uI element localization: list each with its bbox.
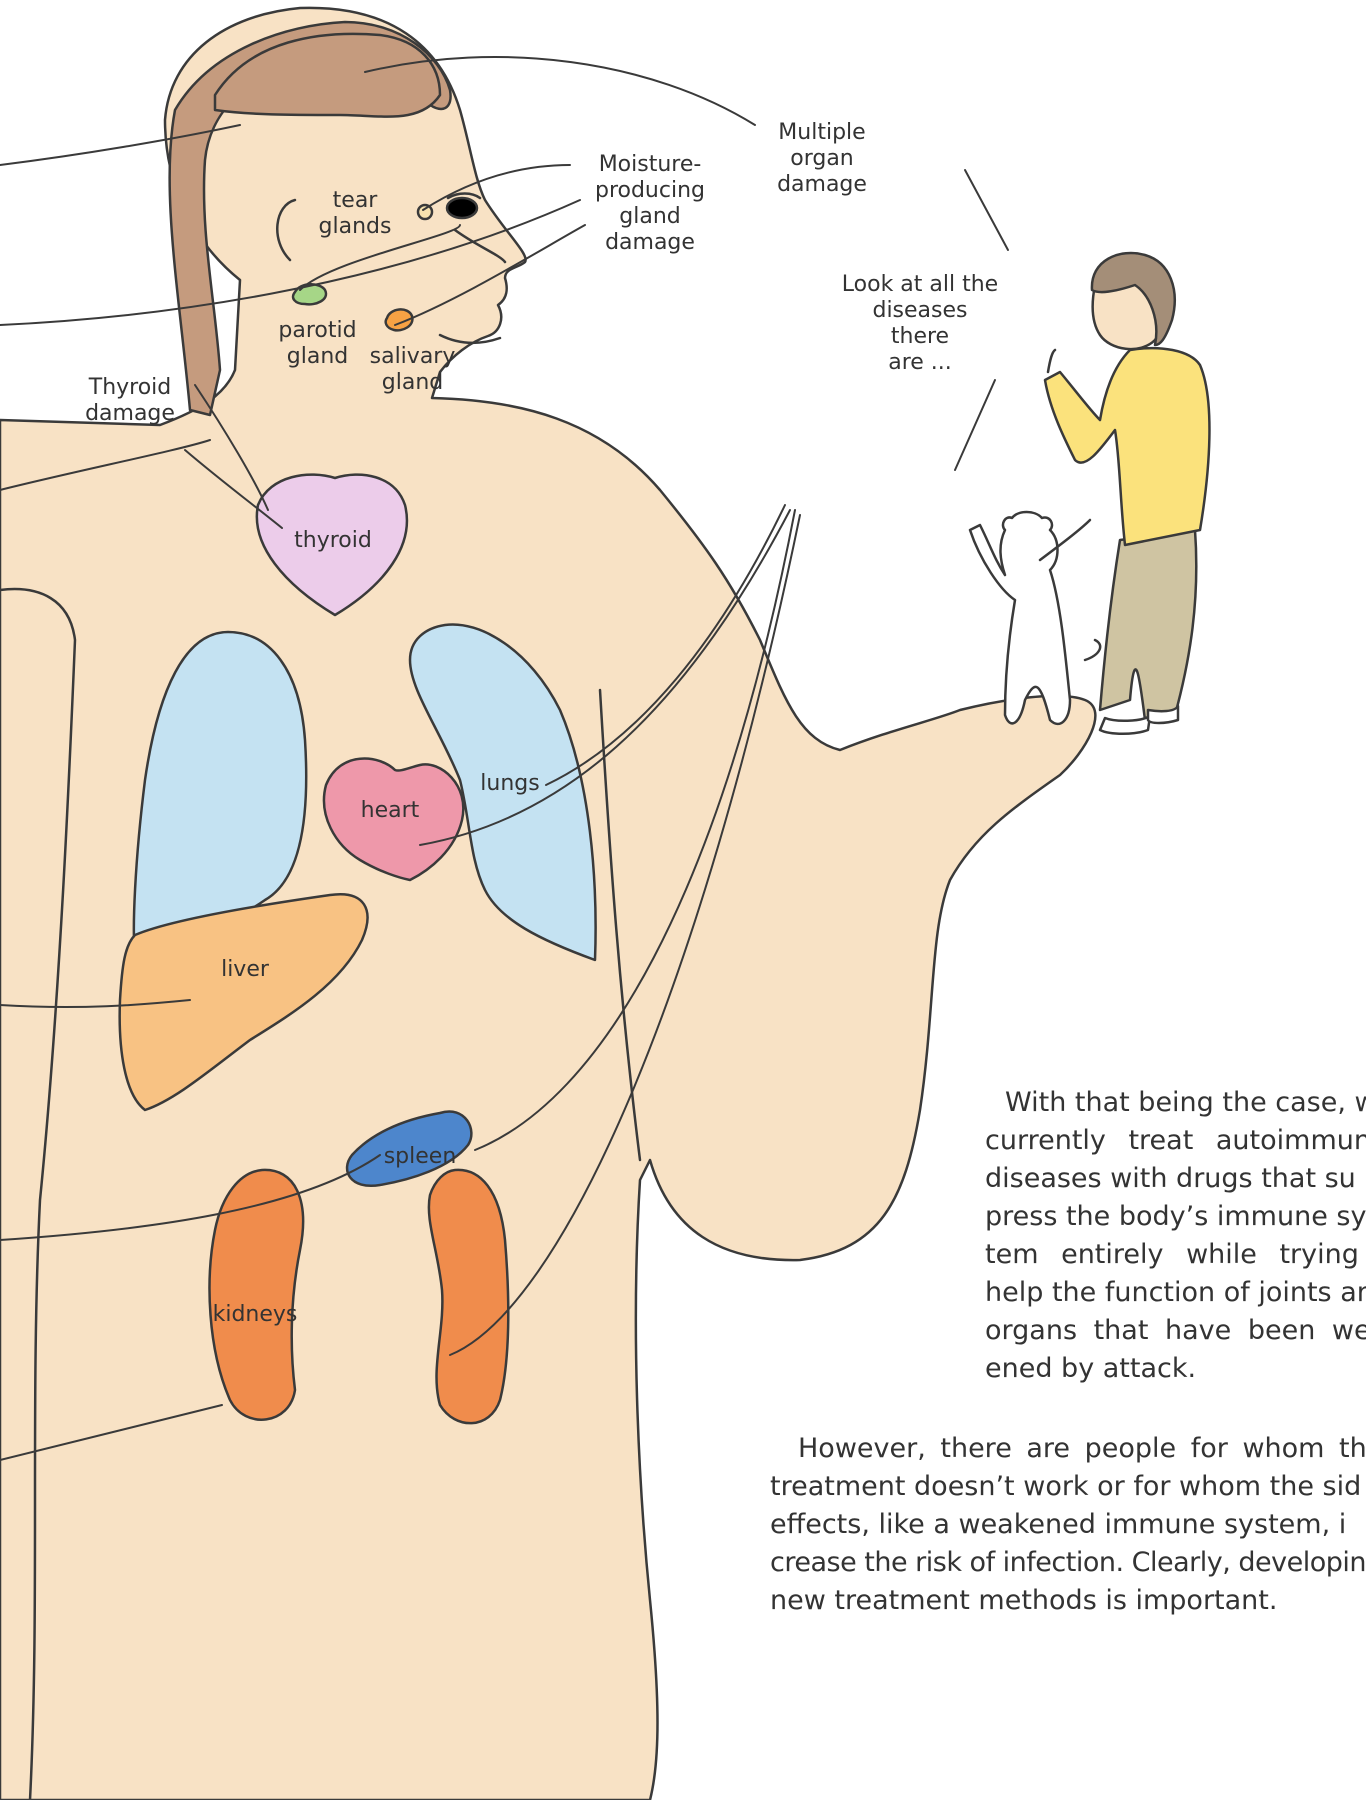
left-kidney: [210, 1170, 304, 1420]
paragraph-1-line: currently treat autoimmun: [985, 1122, 1366, 1160]
paragraph-1: With that being the case, w currently tr…: [985, 1084, 1366, 1388]
paragraph-1-line: help the function of joints an: [985, 1274, 1366, 1312]
paragraph-1-line: tem entirely while trying: [985, 1236, 1366, 1274]
paragraph-1-line: With that being the case, w: [985, 1084, 1366, 1122]
paragraph-2-line: However, there are people for whom th: [770, 1430, 1366, 1468]
parotid-gland: [293, 284, 326, 304]
speech-text: Look at all the diseases there are ...: [840, 272, 1000, 376]
lungs-label: lungs: [470, 771, 550, 797]
tear-gland: [418, 205, 432, 219]
paragraph-1-line: ened by attack.: [985, 1350, 1366, 1388]
salivary-gland-label: salivary gland: [365, 344, 460, 396]
kidneys-label: kidneys: [210, 1302, 300, 1328]
paragraph-2: However, there are people for whom th tr…: [770, 1430, 1366, 1620]
paragraph-2-line: new treatment methods is important.: [770, 1582, 1366, 1620]
boy-pants: [1100, 530, 1196, 720]
paragraph-2-line: treatment doesn’t work or for whom the s…: [770, 1468, 1366, 1506]
paragraph-2-line: effects, like a weakened immune system, …: [770, 1506, 1366, 1544]
boy-sweater: [1045, 348, 1209, 545]
heart-label: heart: [350, 798, 430, 824]
paragraph-2-line: crease the risk of infection. Clearly, d…: [770, 1544, 1366, 1582]
spleen-label: spleen: [380, 1144, 460, 1170]
multiple-organ-damage-label: Multiple organ damage: [762, 120, 882, 198]
gland-damage-label: Moisture- producing gland damage: [585, 152, 715, 256]
parotid-gland-label: parotid gland: [270, 318, 365, 370]
paragraph-1-line: diseases with drugs that su: [985, 1160, 1366, 1198]
paragraph-1-line: organs that have been wea: [985, 1312, 1366, 1350]
paragraph-1-line: press the body’s immune sy: [985, 1198, 1366, 1236]
eye: [447, 198, 477, 218]
liver-label: liver: [205, 957, 285, 983]
cat: [970, 512, 1070, 724]
thyroid-damage-label: Thyroid damage: [80, 375, 180, 427]
tear-glands-label: tear glands: [310, 188, 400, 240]
thyroid-label: thyroid: [283, 528, 383, 554]
